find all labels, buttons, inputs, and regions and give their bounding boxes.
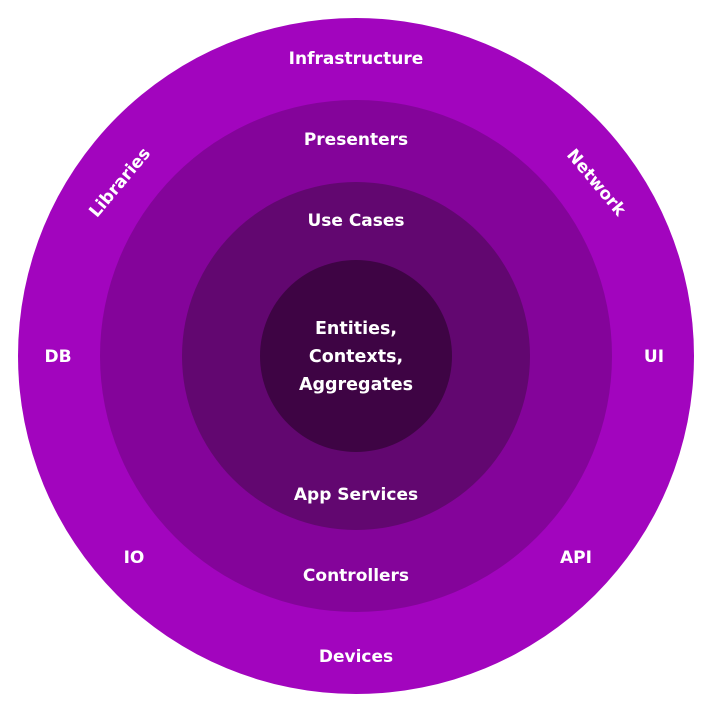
label-io: IO — [124, 548, 145, 568]
label-presenters: Presenters — [304, 130, 408, 150]
label-app-services: App Services — [294, 485, 418, 505]
label-controllers: Controllers — [303, 566, 409, 586]
label-contexts: Contexts, — [309, 347, 403, 367]
label-aggregates: Aggregates — [299, 375, 413, 395]
label-db: DB — [44, 347, 71, 367]
label-entities: Entities, — [315, 319, 397, 339]
label-use-cases: Use Cases — [307, 211, 404, 231]
label-api: API — [560, 548, 592, 568]
label-infrastructure: Infrastructure — [289, 49, 424, 69]
label-devices: Devices — [319, 647, 393, 667]
label-ui: UI — [644, 347, 664, 367]
core-circle — [260, 260, 452, 452]
